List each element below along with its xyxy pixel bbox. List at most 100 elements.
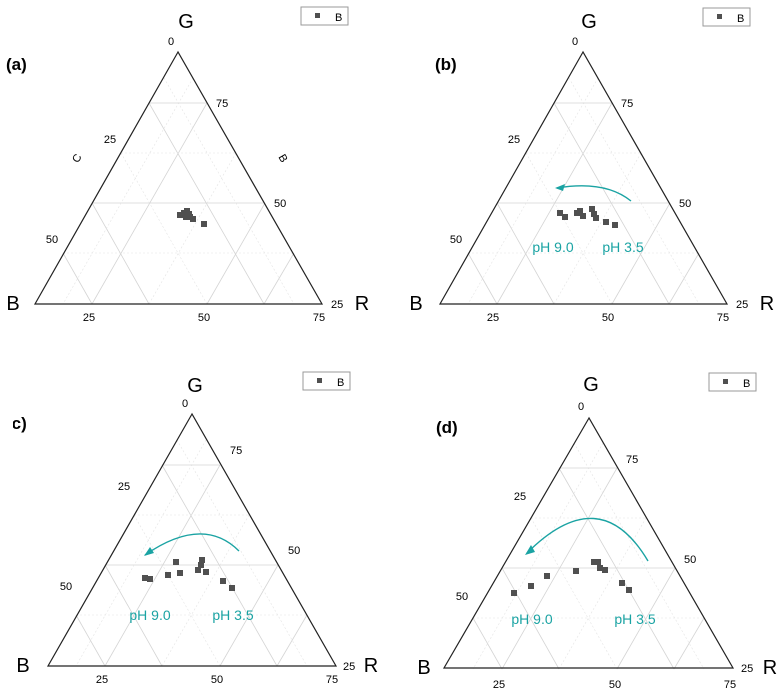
- tick-bottom-75: 75: [326, 674, 338, 686]
- minor-grid-lines: [75, 439, 308, 667]
- panel-d: pH 9.0 pH 3.5 G B R (d) 0 25 50 75 50 25…: [410, 365, 784, 692]
- tick-bottom-25: 25: [487, 312, 499, 324]
- tick-bottom-25: 25: [493, 679, 505, 691]
- legend-marker-icon: [717, 14, 722, 19]
- legend-label: B: [335, 12, 342, 24]
- ph-trend-arrow: [526, 517, 649, 562]
- vertex-label-right: R: [364, 655, 378, 677]
- axis-title-b: B: [276, 152, 290, 164]
- minor-grid-lines: [62, 77, 295, 305]
- tick-bottom-25: 25: [96, 674, 108, 686]
- vertex-label-top: G: [581, 11, 597, 33]
- tick-bottom-75: 75: [717, 312, 729, 324]
- panel-label: (a): [6, 55, 27, 74]
- legend-marker-icon: [317, 378, 322, 383]
- tick-bottom-50: 50: [198, 312, 210, 324]
- panel-a: G B R (a) 0 25 50 75 50 25 25 50 75 C B …: [0, 0, 392, 340]
- tick-left-50: 50: [46, 234, 58, 246]
- minor-grid-lines: [472, 442, 705, 670]
- ph-3-5-label: pH 3.5: [212, 607, 253, 623]
- ternary-plot-d: pH 9.0 pH 3.5 G B R (d) 0 25 50 75 50 25…: [417, 372, 777, 691]
- tick-right-25: 25: [736, 299, 748, 311]
- legend-marker-icon: [315, 13, 320, 18]
- ph-9-label: pH 9.0: [129, 607, 170, 623]
- tick-bottom-50: 50: [602, 312, 614, 324]
- tick-right-75: 75: [621, 98, 633, 110]
- arrow-head-icon: [555, 184, 565, 191]
- legend: B: [300, 6, 349, 26]
- grid-lines: [472, 467, 705, 670]
- tick-left-0: 0: [168, 36, 174, 48]
- panel-label: (b): [435, 55, 457, 74]
- tick-bottom-25: 25: [83, 312, 95, 324]
- tick-right-50: 50: [288, 545, 300, 557]
- tick-left-25: 25: [118, 481, 130, 493]
- tick-right-25: 25: [741, 663, 753, 675]
- ph-trend-arrow: [144, 533, 240, 556]
- tick-bottom-75: 75: [724, 679, 736, 691]
- ph-3-5-label: pH 3.5: [602, 239, 643, 255]
- vertex-label-right: R: [763, 657, 777, 679]
- ternary-plot-c: pH 9.0 pH 3.5 G B R (c) 0 25 50 75 50 25…: [6, 371, 378, 686]
- vertex-label-top: G: [187, 375, 203, 397]
- tick-left-50: 50: [456, 591, 468, 603]
- panel-label: (d): [436, 418, 458, 437]
- grid-lines: [62, 102, 295, 305]
- data-points: [557, 206, 618, 228]
- grid-lines: [467, 102, 700, 305]
- ph-9-label: pH 9.0: [511, 611, 552, 627]
- minor-grid-lines: [467, 77, 700, 305]
- tick-left-0: 0: [572, 36, 578, 48]
- ph-9-label: pH 9.0: [532, 239, 573, 255]
- vertex-label-top: G: [583, 374, 599, 396]
- tick-left-25: 25: [514, 491, 526, 503]
- vertex-label-right: R: [355, 293, 369, 315]
- tick-left-25: 25: [104, 134, 116, 146]
- tick-right-25: 25: [343, 661, 355, 673]
- tick-right-50: 50: [679, 198, 691, 210]
- tick-right-75: 75: [626, 454, 638, 466]
- panel-b: pH 9.0 pH 3.5 G B R (b) 0 25 50 75 50 25…: [405, 0, 784, 340]
- panel-label: (c): [13, 414, 27, 433]
- tick-right-75: 75: [216, 98, 228, 110]
- tick-bottom-75: 75: [313, 312, 325, 324]
- tick-left-50: 50: [60, 581, 72, 593]
- ph-3-5-label: pH 3.5: [614, 611, 655, 627]
- tick-bottom-50: 50: [609, 679, 621, 691]
- tick-right-50: 50: [684, 554, 696, 566]
- vertex-label-right: R: [760, 293, 774, 315]
- arrow-head-icon: [144, 547, 154, 556]
- ternary-plot-a: G B R (a) 0 25 50 75 50 25 25 50 75 C B …: [6, 6, 369, 324]
- legend: B: [708, 372, 757, 392]
- vertex-label-left: B: [16, 655, 29, 677]
- legend: B: [702, 7, 751, 27]
- tick-right-50: 50: [274, 198, 286, 210]
- triangle-frame: [33, 50, 324, 305]
- tick-bottom-50: 50: [211, 674, 223, 686]
- vertex-label-left: B: [417, 657, 430, 679]
- legend-label: B: [337, 377, 344, 389]
- legend: B: [302, 371, 351, 391]
- legend-marker-icon: [723, 379, 728, 384]
- tick-left-25: 25: [508, 134, 520, 146]
- ph-trend-arrow: [556, 185, 632, 202]
- vertex-label-left: B: [409, 293, 422, 315]
- triangle-frame: [442, 416, 735, 669]
- panel-c: pH 9.0 pH 3.5 G B R (c) 0 25 50 75 50 25…: [6, 362, 393, 692]
- data-points: [511, 559, 632, 596]
- tick-left-0: 0: [182, 398, 188, 410]
- axis-title-c: C: [70, 152, 84, 165]
- tick-right-75: 75: [230, 445, 242, 457]
- triangle-frame: [438, 50, 729, 305]
- tick-left-50: 50: [450, 234, 462, 246]
- grid-lines: [75, 464, 308, 667]
- data-points: [142, 557, 235, 591]
- tick-left-0: 0: [578, 401, 584, 413]
- legend-label: B: [737, 13, 744, 25]
- legend-label: B: [743, 378, 750, 390]
- vertex-label-left: B: [6, 293, 19, 315]
- arrow-head-icon: [525, 545, 535, 555]
- ternary-plot-b: pH 9.0 pH 3.5 G B R (b) 0 25 50 75 50 25…: [409, 7, 774, 324]
- vertex-label-top: G: [178, 11, 194, 33]
- tick-right-25: 25: [331, 299, 343, 311]
